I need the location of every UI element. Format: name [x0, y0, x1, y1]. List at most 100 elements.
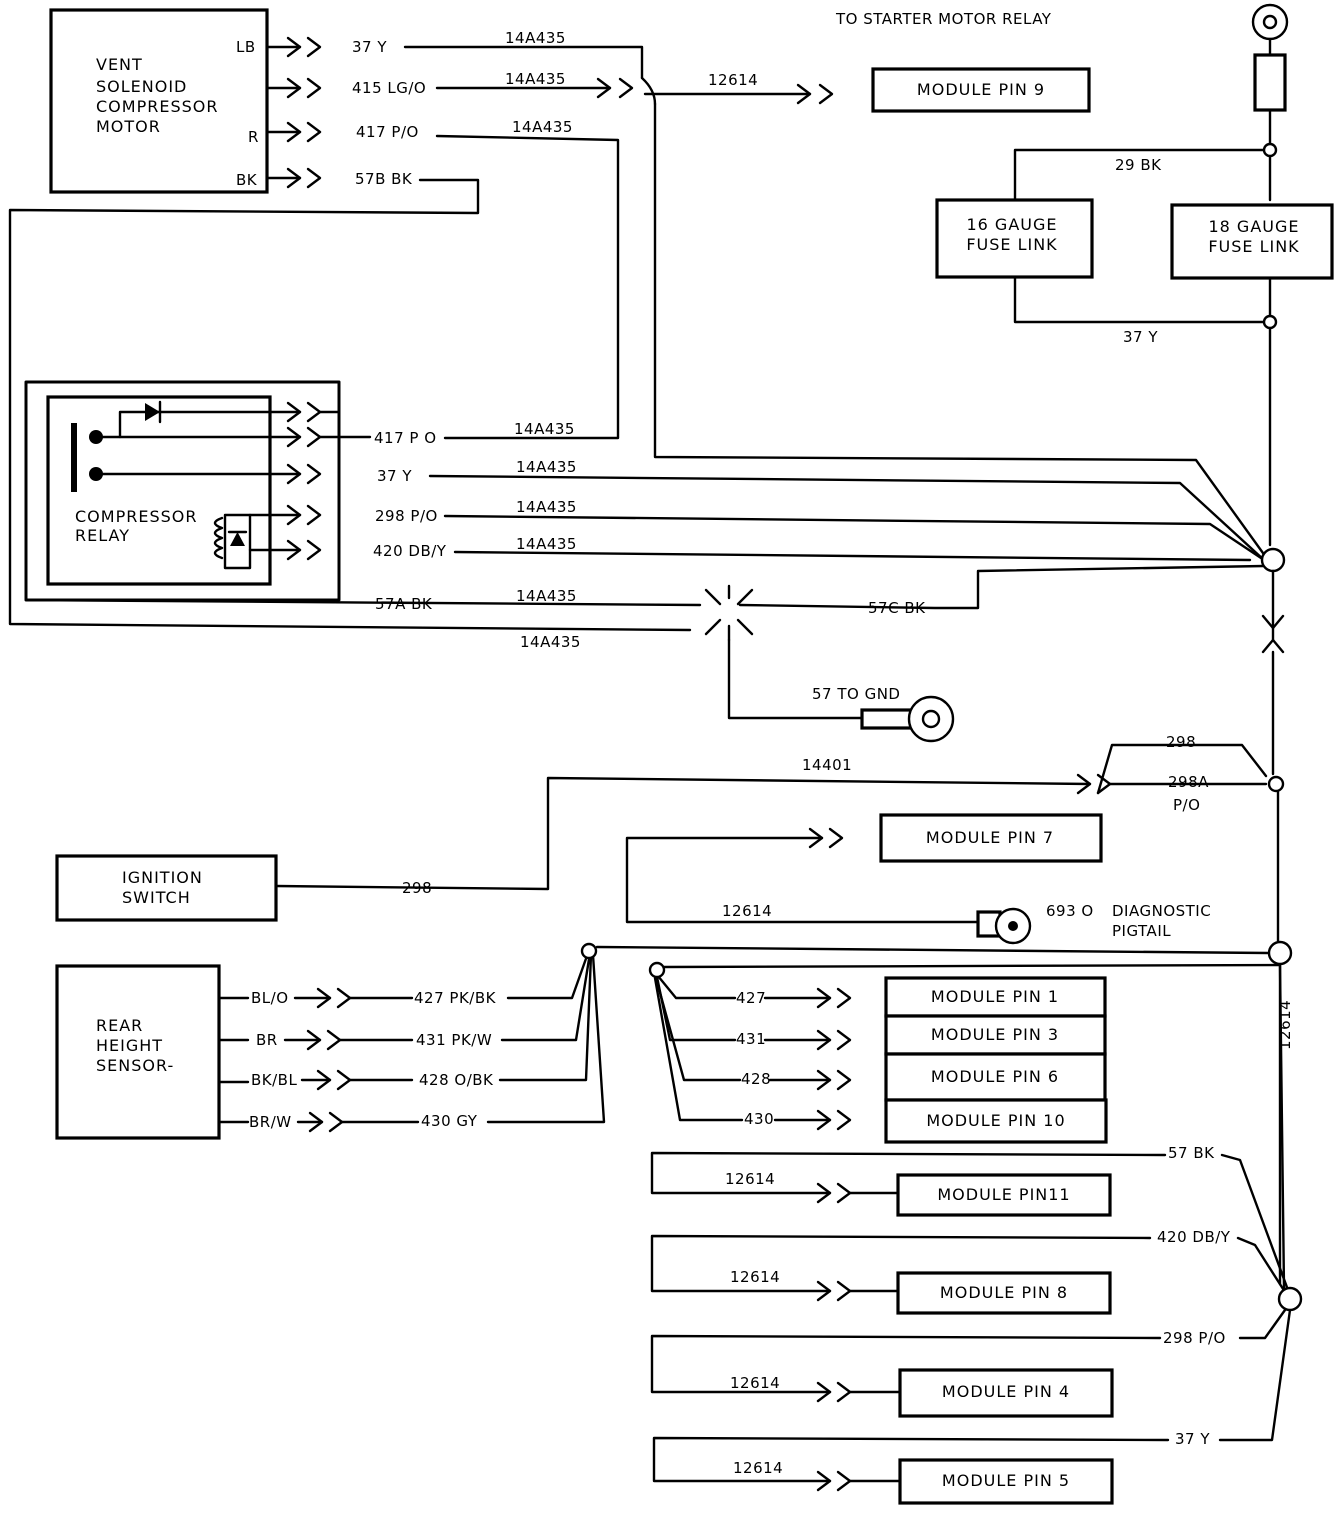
svg-text:MOTOR: MOTOR: [96, 117, 161, 136]
rear-splice-node: [580, 942, 598, 960]
module-pin-9-box: MODULE PIN 9: [871, 67, 1091, 113]
module-wire-label: 428: [741, 1070, 771, 1088]
link-37y-label: 37 Y: [1123, 328, 1158, 346]
module-pin-6-box: MODULE PIN 6: [884, 1052, 1107, 1102]
rear-wire-label: 427 PK/BK: [414, 989, 497, 1007]
ground-splice: [704, 584, 864, 720]
wire-298a-label: 298A: [1168, 773, 1209, 791]
module-fan-wires: [653, 963, 1286, 1290]
module-wire-label: 427: [736, 989, 766, 1007]
ground-label: 57 TO GND: [812, 685, 901, 703]
relay-298-label: 298 P/O: [375, 507, 438, 525]
module-pin-5-box: MODULE PIN 5: [898, 1458, 1114, 1505]
harness-label: 14A435: [520, 633, 581, 651]
harness-12614-label: 12614: [730, 1374, 780, 1392]
lower-module-wires: [650, 1151, 1292, 1492]
ring-terminal-icon: [1251, 3, 1289, 112]
rear-wire-label: 431 PK/W: [416, 1031, 492, 1049]
svg-text:16 GAUGE: 16 GAUGE: [966, 215, 1057, 234]
module-pin-3-box: MODULE PIN 3: [884, 1014, 1107, 1056]
diag-label-2: PIGTAIL: [1112, 922, 1171, 940]
svg-text:MODULE PIN 3: MODULE PIN 3: [931, 1025, 1059, 1044]
harness-12614-label: 12614: [725, 1170, 775, 1188]
vent-wires: [8, 45, 1270, 632]
wire-417-label: 417 P/O: [356, 123, 419, 141]
wire-37y-label: 37 Y: [352, 38, 387, 56]
module-wire-label: 431: [736, 1030, 766, 1048]
svg-text:REAR: REAR: [96, 1016, 143, 1035]
svg-text:COMPRESSOR: COMPRESSOR: [96, 97, 218, 116]
main-trunk: [1261, 569, 1285, 1286]
svg-text:MODULE PIN 8: MODULE PIN 8: [940, 1283, 1068, 1302]
svg-text:R: R: [248, 128, 259, 146]
rear-pin-label: BR: [256, 1031, 278, 1049]
svg-text:LB: LB: [236, 38, 256, 56]
right-wire-label: 298 P/O: [1163, 1329, 1226, 1347]
main-splice-node: [1260, 547, 1286, 573]
module-splice-node: [648, 961, 666, 979]
right-wire-label: 420 DB/Y: [1157, 1228, 1231, 1246]
svg-text:MODULE PIN 10: MODULE PIN 10: [926, 1111, 1065, 1130]
svg-text:IGNITION: IGNITION: [122, 868, 203, 887]
svg-text:BK: BK: [236, 171, 258, 189]
svg-text:MODULE PIN11: MODULE PIN11: [937, 1185, 1070, 1204]
diag-harness-label: 12614: [722, 902, 772, 920]
wire-298a-color-label: P/O: [1173, 796, 1200, 814]
svg-text:18 GAUGE: 18 GAUGE: [1208, 217, 1299, 236]
harness-label: 14A435: [516, 535, 577, 553]
ignition-splice-node: [1267, 775, 1285, 793]
battery-feed-wire: [1013, 108, 1278, 547]
harness-label: 14A435: [512, 118, 573, 136]
starter-relay-label: TO STARTER MOTOR RELAY: [835, 10, 1052, 28]
wire-57b-label: 57B BK: [355, 170, 413, 188]
svg-text:MODULE PIN 9: MODULE PIN 9: [917, 80, 1045, 99]
module-pin-1-box: MODULE PIN 1: [884, 976, 1107, 1018]
harness-12614-label: 12614: [730, 1268, 780, 1286]
bottom-splice-node: [1277, 1286, 1303, 1312]
rear-height-sensor-box: REAR HEIGHT SENSOR-: [55, 964, 221, 1140]
svg-text:MODULE PIN 7: MODULE PIN 7: [926, 828, 1054, 847]
right-wire-label: 37 Y: [1175, 1430, 1210, 1448]
wire-57a-label: 57A BK: [375, 595, 433, 613]
module-pin-7-wire: [625, 827, 980, 924]
relay-connector-icons: [286, 380, 372, 561]
harness-label: 14A435: [516, 498, 577, 516]
harness-label: 14A435: [505, 29, 566, 47]
ignition-wire: [274, 743, 1268, 891]
module-pin-8-box: MODULE PIN 8: [896, 1271, 1112, 1315]
relay-417-label: 417 P O: [374, 429, 437, 447]
svg-text:MODULE PIN 1: MODULE PIN 1: [931, 987, 1059, 1006]
fuse-link-18-gauge: 18 GAUGE FUSE LINK: [1170, 203, 1334, 280]
svg-text:COMPRESSOR: COMPRESSOR: [75, 507, 197, 526]
svg-text:SWITCH: SWITCH: [122, 888, 191, 907]
diag-label-1: DIAGNOSTIC: [1112, 902, 1211, 920]
harness-12614-label: 12614: [733, 1459, 783, 1477]
module-pin-10-box: MODULE PIN 10: [884, 1098, 1108, 1144]
harness-12614-label: 12614: [708, 71, 758, 89]
wire-415-label: 415 LG/O: [352, 79, 426, 97]
svg-text:SENSOR-: SENSOR-: [96, 1056, 174, 1075]
svg-text:VENT: VENT: [96, 55, 143, 74]
wire-298b-label: 298: [1166, 733, 1196, 751]
rear-pin-label: BR/W: [249, 1113, 292, 1131]
harness-label: 14A435: [516, 587, 577, 605]
wire-57c-label: 57C BK: [868, 599, 926, 617]
harness-label: 14A435: [516, 458, 577, 476]
harness-14401-label: 14401: [802, 756, 852, 774]
module-wire-label: 430: [744, 1110, 774, 1128]
svg-text:RELAY: RELAY: [75, 526, 130, 545]
module-pin-4-box: MODULE PIN 4: [898, 1368, 1114, 1418]
harness-label: 14A435: [505, 70, 566, 88]
relay-37y-label: 37 Y: [377, 467, 412, 485]
svg-text:SOLENOID: SOLENOID: [96, 77, 187, 96]
ignition-switch-box: IGNITION SWITCH: [55, 854, 278, 922]
svg-text:MODULE PIN 5: MODULE PIN 5: [942, 1471, 1070, 1490]
diag-wire-label: 693 O: [1046, 902, 1094, 920]
svg-text:FUSE LINK: FUSE LINK: [966, 235, 1057, 254]
diagnostic-pigtail-icon: [976, 907, 1032, 945]
module-pin-11-box: MODULE PIN11: [896, 1173, 1112, 1217]
fuse-link-16-gauge: 16 GAUGE FUSE LINK: [935, 198, 1094, 279]
right-wire-label: 57 BK: [1168, 1144, 1215, 1162]
relay-420-label: 420 DB/Y: [373, 542, 447, 560]
